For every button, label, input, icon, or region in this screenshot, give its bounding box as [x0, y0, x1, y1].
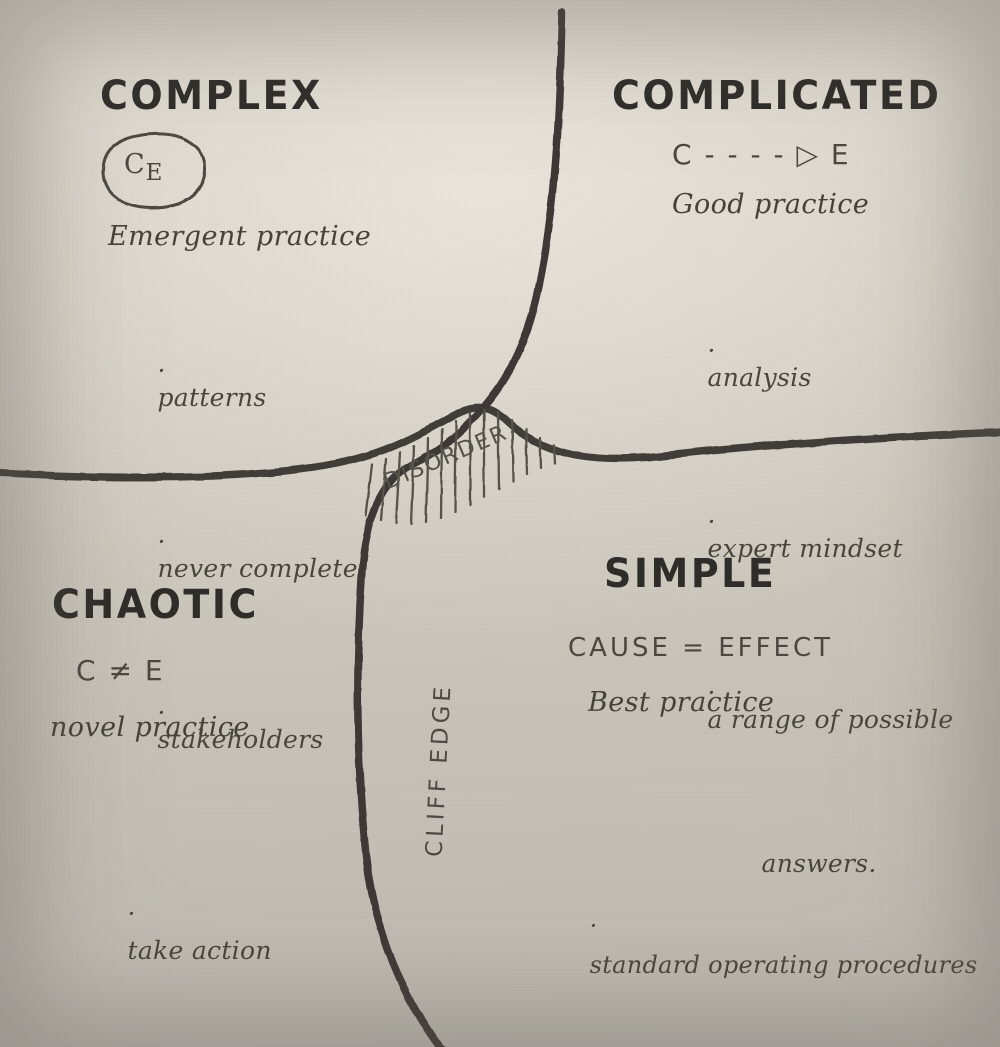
list-item: · patterns [157, 356, 267, 412]
bullet-dot: · [707, 336, 716, 365]
quadrant-heading-complicated: COMPLICATED [612, 71, 942, 119]
complex-bullet-list: · patterns · never complete · stakeholde… [108, 276, 358, 843]
bullet-dot: · [157, 356, 166, 385]
vertical-divider-curve [354, 8, 566, 1047]
complicated-practice-label: Good practice [672, 189, 870, 220]
complex-practice-label: Emergent practice [108, 221, 372, 252]
simple-relation: CAUSE = EFFECT [568, 633, 834, 663]
bullet-dot: · [127, 898, 136, 928]
quadrant-heading-simple: SIMPLE [604, 549, 777, 597]
list-item: · stakeholders [157, 698, 324, 754]
list-item: · expert mindset [707, 507, 903, 563]
list-item: · analysis [707, 336, 812, 392]
list-item-continuation: answers. [761, 849, 877, 878]
bullet-dot: · [707, 507, 716, 536]
bullet-dot: · [589, 912, 598, 941]
complex-badge-effect: E [145, 160, 163, 186]
bullet-dot: · [157, 698, 166, 727]
quadrant-heading-chaotic: CHAOTIC [52, 580, 259, 628]
complex-cause-effect-badge: CE [124, 149, 162, 186]
list-item: · never complete [157, 527, 358, 583]
list-item: · standard operating procedures [589, 912, 978, 979]
chaotic-practice-label: novel practice [50, 712, 250, 743]
complex-badge-cause: C [124, 149, 145, 180]
bullet-dot: · [157, 527, 166, 556]
cliff-edge-label: CLIFF EDGE [421, 682, 457, 858]
chaotic-relation: C ≠ E [76, 654, 165, 687]
complicated-relation: C - - - - ▷ E [672, 138, 851, 171]
list-item: · take action [127, 898, 272, 966]
complicated-bullet-list: · analysis · expert mindset · a range of… [658, 256, 954, 967]
quadrant-heading-complex: COMPLEX [100, 71, 323, 119]
bullet-dot: · [707, 678, 716, 707]
simple-bullet-list: · standard operating procedures ◦ one or… [542, 792, 978, 1047]
chaotic-bullet-list: · take action · push into other domains [78, 782, 326, 1047]
disorder-region-label: DISORDER [380, 420, 512, 495]
list-item: · a range of possible [707, 678, 954, 734]
simple-practice-label: Best practice [588, 687, 775, 718]
